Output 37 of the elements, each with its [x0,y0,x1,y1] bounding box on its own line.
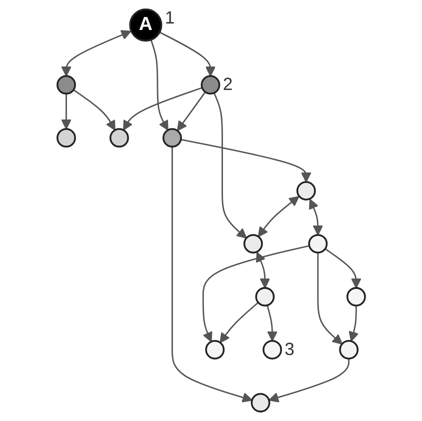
arrow [202,245,310,342]
arrow [266,305,278,342]
arrow [219,302,258,344]
circle-node [243,234,263,254]
arrow [176,92,206,132]
arrow [60,30,132,76]
circle-node [162,128,182,148]
arrow [268,358,350,402]
node-number: 1 [164,8,174,28]
arrow [317,252,342,344]
arrow [258,196,300,238]
arrow [308,198,323,236]
circle-node [200,74,232,95]
circle-node [308,234,328,254]
arrow [213,92,247,239]
arrow [122,87,202,131]
node-number: 2 [222,74,232,94]
arrow [348,306,358,342]
circle-node [338,340,358,360]
circle-node [56,75,76,95]
arrow [324,248,362,288]
circle-node [56,128,76,148]
circle-node [250,393,270,412]
circle-node [262,339,294,360]
circle-node [255,287,274,306]
arrow [256,252,270,288]
arrow [150,40,168,131]
circle-node [296,181,316,201]
arrow [72,89,116,131]
circle-node [109,128,129,148]
circle-node [346,287,366,306]
node-number: 3 [284,339,294,360]
arrow [171,146,252,402]
circle-node [204,340,224,360]
arrow [180,138,312,182]
arrow [60,94,72,130]
arrow [159,32,216,76]
